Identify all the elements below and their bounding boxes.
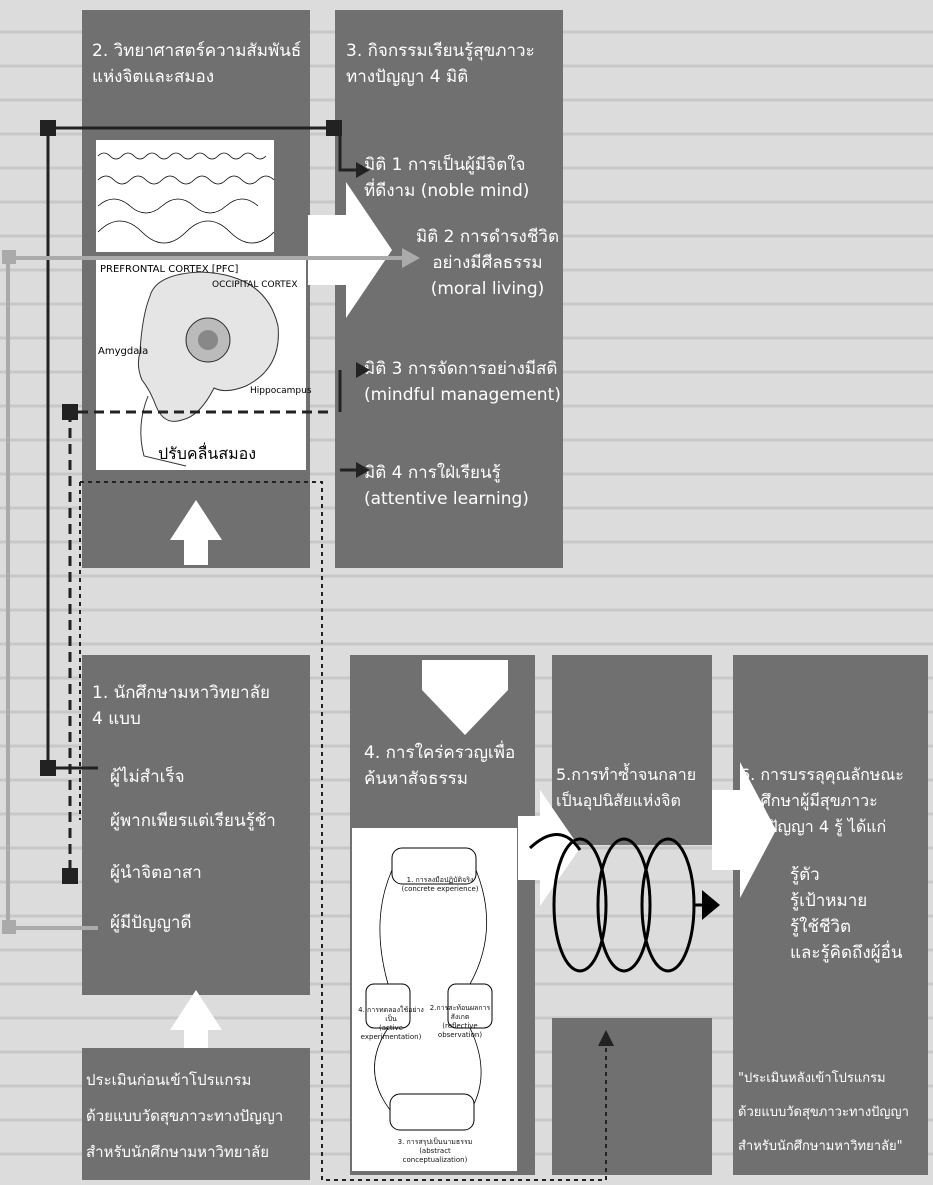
box6-title: 6. การบรรลุคุณลักษณะ นักศึกษาผู้มีสุขภาว… [740, 762, 904, 840]
student-type-3: ผู้นำจิตอาสา [110, 860, 202, 886]
outcome-1: รู้ตัว [790, 862, 820, 888]
pre-assessment-text: ประเมินก่อนเข้าโปรแกรม ด้วยแบบวัดสุขภาวะ… [86, 1062, 283, 1170]
label-pfc: PREFRONTAL CORTEX [PFC] [100, 264, 238, 275]
label-hippocampus: Hippocampus [250, 386, 312, 396]
label-amygdala: Amygdala [98, 346, 148, 357]
dimension-2: มิติ 2 การดำรงชีวิต อย่างมีศีลธรรม (mora… [416, 224, 559, 302]
student-type-2: ผู้พากเพียรแต่เรียนรู้ช้า [110, 808, 276, 834]
box-repetition [552, 655, 712, 845]
box1-title: 1. นักศึกษามหาวิทยาลัย 4 แบบ [92, 680, 270, 732]
student-type-4: ผู้มีปัญญาดี [110, 910, 192, 936]
dimension-3: มิติ 3 การจัดการอย่างมีสติ (mindful mana… [364, 356, 561, 408]
box2-title: 2. วิทยาศาสตร์ความสัมพันธ์ แห่งจิตและสมอ… [92, 38, 301, 90]
cycle-step-3: 3. การสรุปเป็นนามธรรม (abstract conceptu… [392, 1138, 478, 1165]
outcome-2: รู้เป้าหมาย [790, 888, 867, 914]
outcome-4: และรู้คิดถึงผู้อื่น [790, 940, 902, 966]
outcome-3: รู้ใช้ชีวิต [790, 914, 851, 940]
box-repetition-bottom [552, 1018, 712, 1175]
brainwave-panel [96, 140, 274, 252]
box3-title: 3. กิจกรรมเรียนรู้สุขภาวะ ทางปัญญา 4 มิต… [346, 38, 535, 90]
box2-caption: ปรับคลื่นสมอง [158, 442, 256, 467]
cycle-step-1: 1. การลงมือปฏิบัติจริง (concrete experie… [400, 876, 480, 894]
cycle-step-4: 4. การทดลองใช้อย่างเป็น (active experime… [356, 1006, 426, 1042]
dimension-1: มิติ 1 การเป็นผู้มีจิตใจ ที่ดีงาม (noble… [364, 152, 529, 204]
label-occipital: OCCIPITAL CORTEX [212, 280, 298, 290]
dimension-4: มิติ 4 การใฝ่เรียนรู้ (attentive learnin… [364, 460, 529, 512]
brainwave-chart [96, 140, 274, 252]
box4-title: 4. การใคร่ครวญเพื่อ ค้นหาสัจธรรม [364, 740, 515, 792]
post-assessment-text: "ประเมินหลังเข้าโปรแกรม ด้วยแบบวัดสุขภาว… [738, 1062, 909, 1164]
box5-title: 5.การทำซ้ำจนกลาย เป็นอุปนิสัยแห่งจิต [556, 762, 696, 814]
cycle-step-2: 2.การสะท้อนผลการสังเกต (reflective obser… [428, 1004, 492, 1040]
student-type-1: ผู้ไม่สำเร็จ [110, 764, 185, 790]
